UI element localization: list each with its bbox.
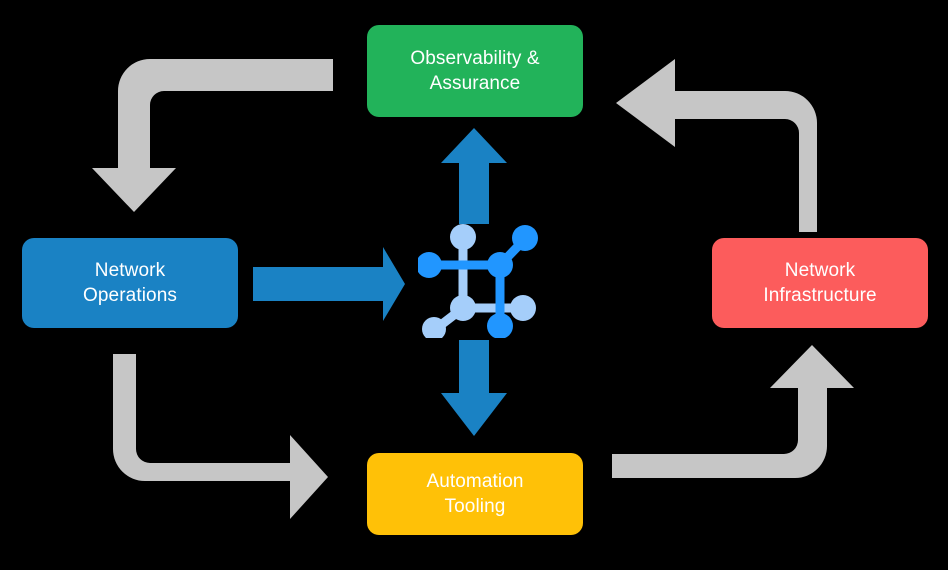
arrow-automation-to-infrastructure (612, 345, 854, 478)
node-box-observability[interactable]: Observability &Assurance (367, 25, 583, 117)
node-label-observability: Observability &Assurance (410, 47, 540, 94)
arrow-operations-to-automation (113, 354, 328, 519)
topology-links (425, 234, 529, 333)
arrow-center-to-automation (441, 340, 507, 436)
arrow-center-to-observability (441, 128, 507, 224)
arrow-infrastructure-to-observability (616, 59, 817, 232)
arrow-operations-to-center (253, 247, 405, 321)
topology-nodes (418, 224, 538, 338)
arrow-observability-to-operations (92, 59, 333, 212)
network-topology-icon (418, 224, 538, 338)
